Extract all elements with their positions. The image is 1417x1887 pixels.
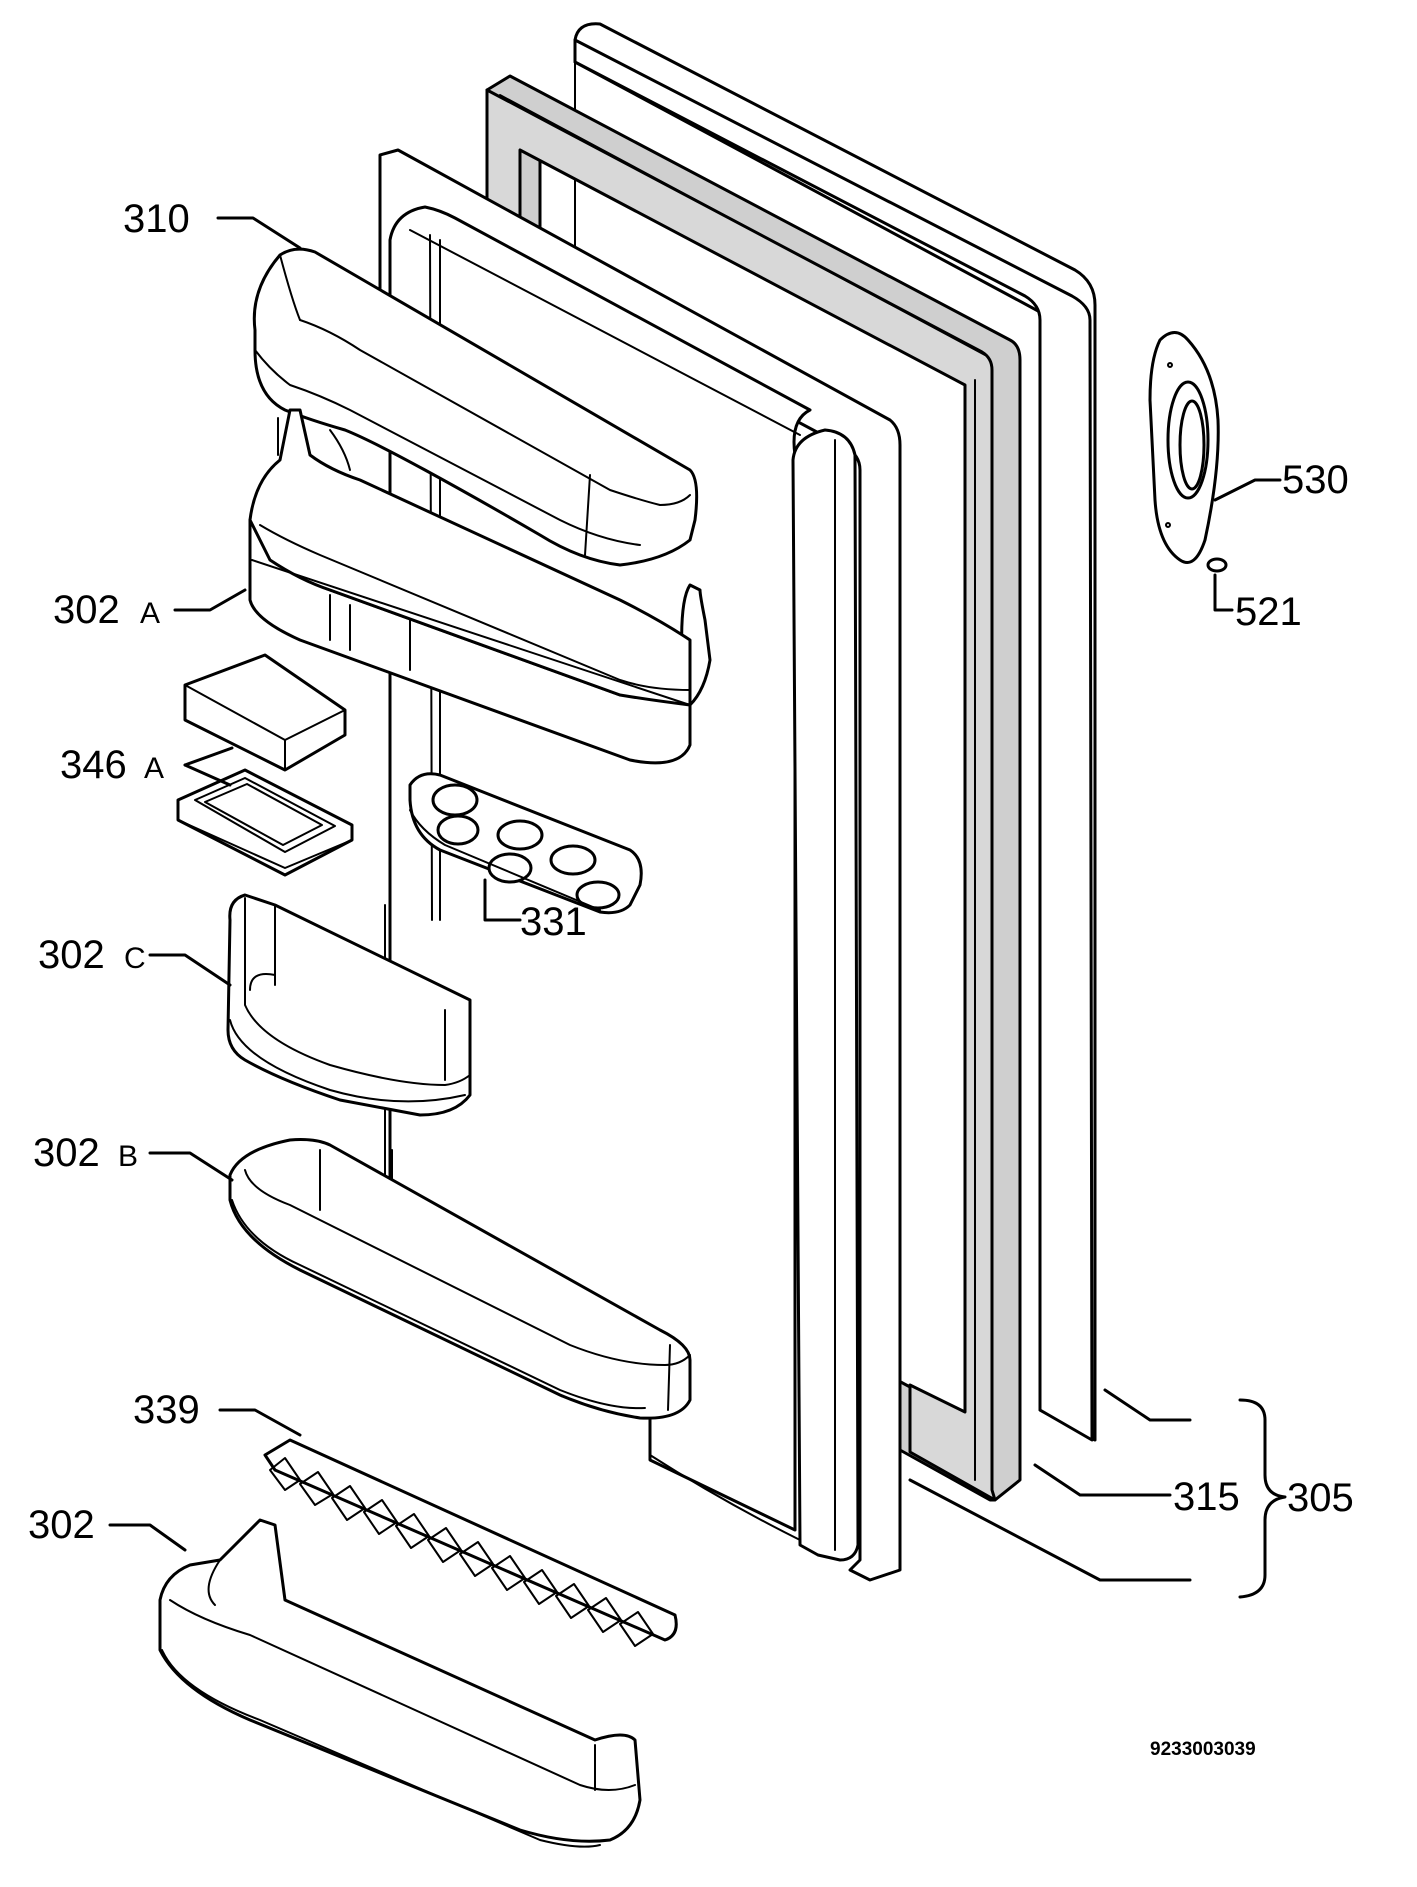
label-302: 302 [28, 1503, 95, 1547]
label-302a-number: 302 [53, 588, 120, 632]
label-346a-number: 346 [60, 743, 127, 787]
door-bin-302c [226, 893, 472, 1117]
leader-315-b [1033, 1463, 1172, 1497]
door-shelf-302 [158, 1518, 642, 1848]
label-305: 305 [1287, 1476, 1354, 1520]
label-339: 339 [133, 1388, 200, 1432]
bottle-retainer-339 [263, 1438, 678, 1647]
outer-door-panel [573, 22, 1097, 1442]
label-302b-number: 302 [33, 1131, 100, 1175]
leader-521 [1213, 573, 1234, 612]
leader-315-c [908, 1478, 1192, 1582]
label-302c-suffix: C [124, 942, 146, 975]
label-302c-number: 302 [38, 933, 105, 977]
door-handle-plate [1148, 331, 1228, 573]
egg-tray-331 [408, 772, 643, 915]
dairy-compartment-lid [252, 247, 699, 567]
butter-box-346a [176, 653, 354, 877]
part-labels: 310 302 A 346 A 302 C 302 B 339 302 331 … [28, 197, 1354, 1760]
leader-315-a [1103, 1388, 1192, 1422]
leader-346a [183, 746, 234, 767]
door-shelf-302a [248, 408, 712, 765]
door-shelf-302b [228, 1138, 692, 1420]
label-310: 310 [123, 197, 190, 241]
label-315: 315 [1173, 1475, 1240, 1519]
label-346a-suffix: A [144, 752, 164, 785]
leader-302c [148, 953, 232, 987]
leader-302 [108, 1523, 187, 1552]
document-number: 9233003039 [1150, 1739, 1256, 1760]
door-gasket [485, 74, 1022, 1502]
label-302b-suffix: B [118, 1140, 138, 1173]
label-302a-suffix: A [140, 597, 160, 630]
leader-530 [1213, 478, 1282, 502]
label-530: 530 [1282, 458, 1349, 502]
leader-302b [148, 1151, 234, 1182]
leader-331 [483, 878, 522, 922]
leader-310 [216, 216, 302, 250]
leader-302a [173, 588, 247, 612]
label-521: 521 [1235, 590, 1302, 634]
brace-305 [1238, 1398, 1287, 1599]
leader-339 [218, 1408, 302, 1437]
label-331: 331 [520, 900, 587, 944]
leader-lines [108, 216, 1287, 1599]
leader-346a-b [183, 763, 232, 787]
